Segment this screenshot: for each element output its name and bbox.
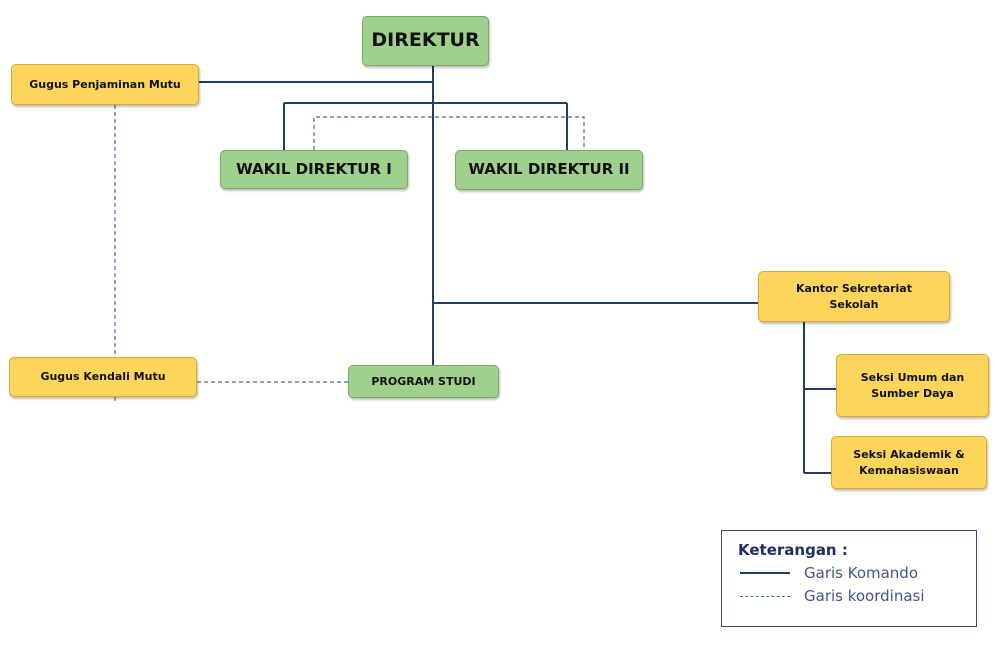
wakil-direktur-2-box: WAKIL DIREKTUR II: [455, 150, 643, 190]
program-studi-label: PROGRAM STUDI: [371, 374, 476, 388]
gugus-penjaminan-mutu-label: Gugus Penjaminan Mutu: [29, 77, 181, 91]
legend-title: Keterangan :: [738, 541, 848, 559]
gugus-kendali-mutu-box: Gugus Kendali Mutu: [9, 357, 197, 397]
legend-item-command-label: Garis Komando: [804, 564, 919, 582]
coordination-line-wakil: [313, 116, 585, 150]
wakil-direktur-1-box: WAKIL DIREKTUR I: [220, 150, 408, 189]
seksi-umum-label: Seksi Umum dan Sumber Daya: [860, 370, 965, 400]
legend-item-coordination: Garis koordinasi: [740, 586, 925, 606]
program-studi-box: PROGRAM STUDI: [348, 365, 499, 398]
solid-line-swatch: [740, 572, 790, 574]
kantor-sekretariat-box: Kantor Sekretariat Sekolah: [758, 271, 950, 322]
seksi-akademik-label: Seksi Akademik & Kemahasiswaan: [853, 447, 965, 477]
dashed-line-swatch: [740, 595, 790, 597]
kantor-sekretariat-label: Kantor Sekretariat Sekolah: [796, 281, 912, 311]
seksi-akademik-box: Seksi Akademik & Kemahasiswaan: [831, 436, 987, 489]
legend-box: Keterangan : Garis Komando Garis koordin…: [721, 530, 977, 627]
wakil-direktur-2-label: WAKIL DIREKTUR II: [468, 160, 630, 179]
legend-item-coordination-label: Garis koordinasi: [804, 587, 925, 605]
legend-item-command: Garis Komando: [740, 563, 918, 583]
gugus-kendali-mutu-label: Gugus Kendali Mutu: [40, 370, 166, 384]
wakil-direktur-1-label: WAKIL DIREKTUR I: [236, 159, 392, 178]
direktur-label: DIREKTUR: [371, 29, 480, 52]
direktur-box: DIREKTUR: [362, 16, 489, 66]
gugus-penjaminan-mutu-box: Gugus Penjaminan Mutu: [11, 64, 199, 105]
seksi-umum-box: Seksi Umum dan Sumber Daya: [836, 354, 989, 417]
